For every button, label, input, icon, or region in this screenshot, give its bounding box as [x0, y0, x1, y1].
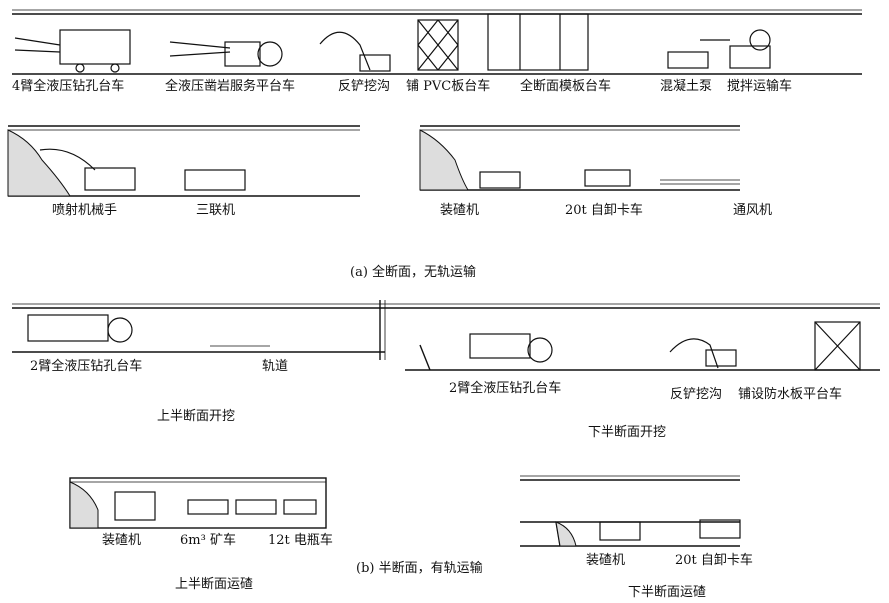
label-loader: 装碴机: [440, 203, 480, 218]
label-track: 轨道: [262, 359, 289, 374]
label-backhoe-lower: 反铲挖沟: [670, 387, 723, 402]
label-pvc-trolley: 铺 PVC板台车: [406, 79, 491, 94]
caption-upper-mucking: 上半断面运碴: [175, 577, 254, 592]
caption-a: (a) 全断面，无轨运输: [350, 265, 477, 280]
caption-upper-excavation: 上半断面开挖: [157, 409, 236, 424]
rock-face-1: [7, 129, 71, 197]
label-4-arm-drill-jumbo: 4臂全液压钻孔台车: [12, 79, 125, 94]
caption-lower-mucking: 下半断面运碴: [628, 585, 707, 600]
label-formwork-trolley: 全断面模板台车: [520, 79, 612, 94]
label-triplex: 三联机: [196, 203, 236, 218]
rock-face-3: [69, 481, 99, 529]
rock-face-4: [555, 521, 577, 547]
label-20t-dump-truck: 20t 自卸卡车: [565, 203, 643, 218]
caption-lower-excavation: 下半断面开挖: [588, 425, 667, 440]
label-shotcrete-manipulator: 喷射机械手: [52, 203, 118, 218]
label-ventilator: 通风机: [733, 203, 773, 218]
label-mixer-truck: 搅拌运输车: [727, 79, 793, 94]
label-20t-dump-truck-lower: 20t 自卸卡车: [675, 553, 753, 568]
label-waterproof-platform: 铺设防水板平台车: [738, 387, 843, 402]
rock-face-2: [419, 129, 469, 191]
caption-b: (b) 半断面，有轨运输: [356, 561, 483, 576]
label-2-arm-drill-jumbo-upper: 2臂全液压钻孔台车: [30, 359, 143, 374]
label-backhoe: 反铲挖沟: [338, 79, 391, 94]
label-concrete-pump: 混凝土泵: [660, 79, 713, 94]
label-service-platform: 全液压凿岩服务平台车: [165, 79, 296, 94]
label-6m3-mine-car: 6m³ 矿车: [180, 533, 236, 548]
label-2-arm-drill-jumbo-lower: 2臂全液压钻孔台车: [449, 381, 562, 396]
label-12t-battery-car: 12t 电瓶车: [268, 533, 333, 548]
label-loader-upper: 装碴机: [102, 533, 142, 548]
label-loader-lower: 装碴机: [586, 553, 626, 568]
